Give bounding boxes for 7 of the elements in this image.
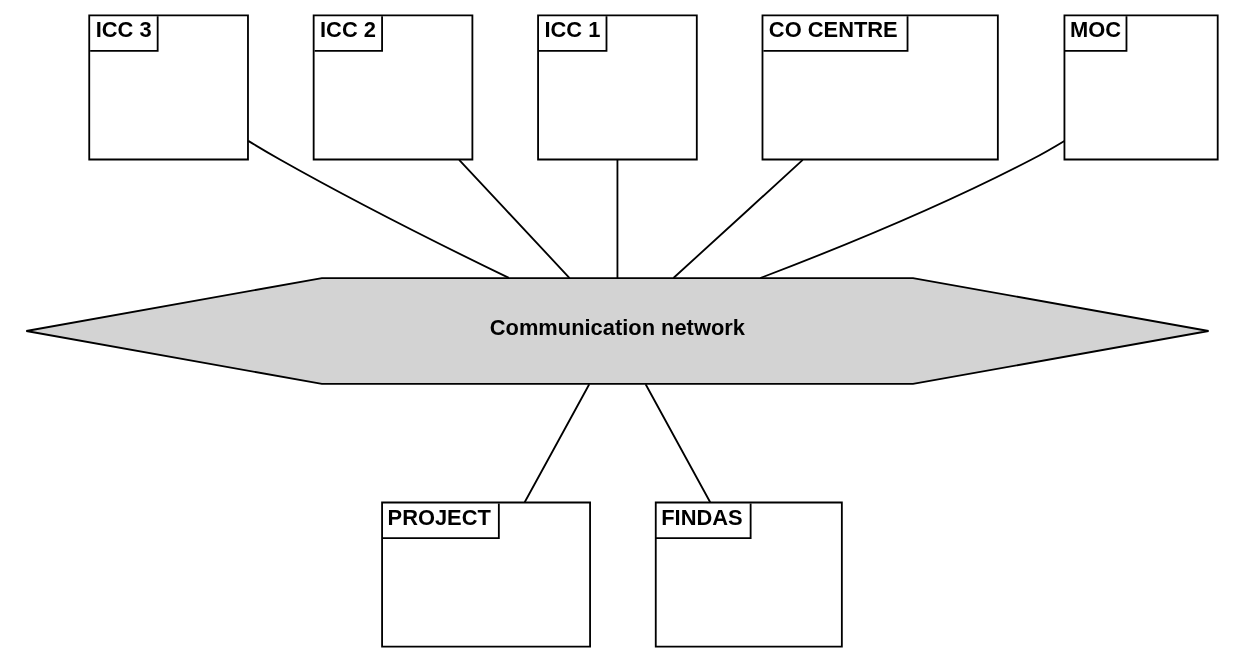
connector — [523, 383, 591, 504]
connector — [759, 140, 1066, 279]
connector — [672, 159, 804, 279]
connector — [644, 383, 712, 504]
connector — [616, 159, 619, 279]
connector — [458, 159, 571, 279]
connector — [247, 139, 510, 279]
